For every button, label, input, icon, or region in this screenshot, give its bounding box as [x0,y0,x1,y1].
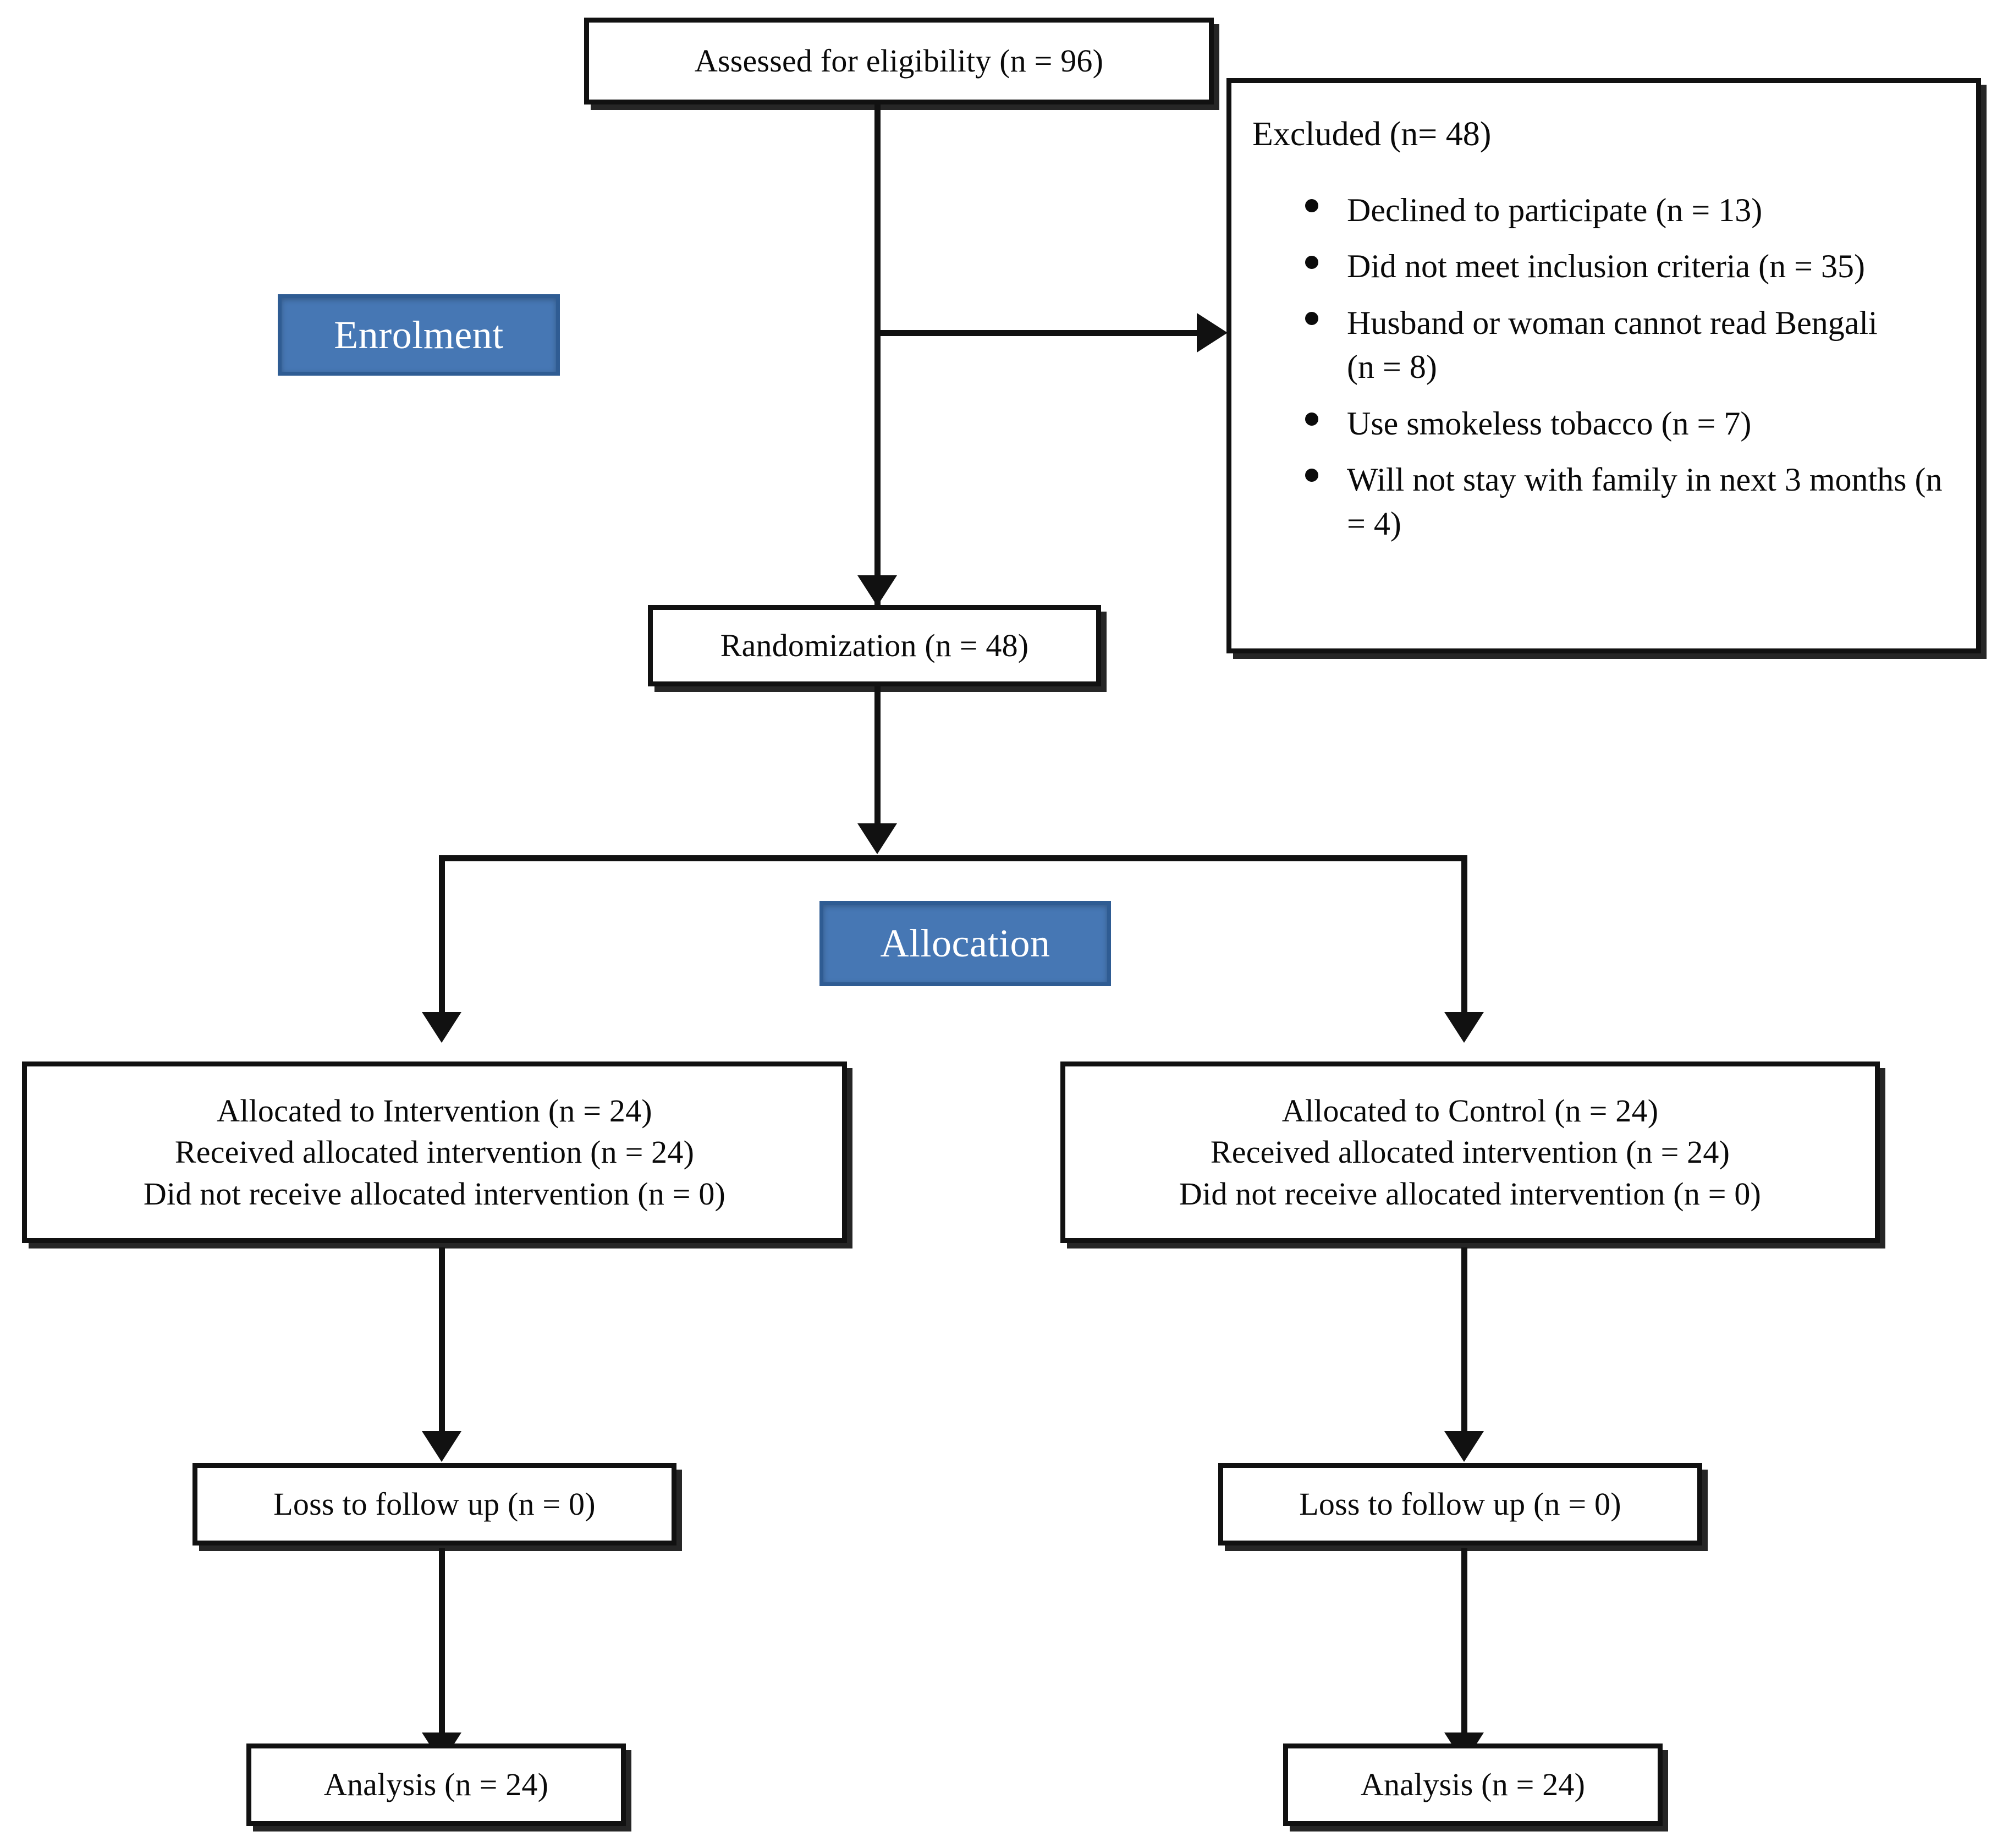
connector-intervention-to-loss [439,1247,445,1440]
node-control-allocation: Allocated to Control (n = 24) Received a… [1060,1062,1880,1243]
node-intervention-allocation: Allocated to Intervention (n = 24) Recei… [22,1062,847,1243]
list-item: Husband or woman cannot read Bengali (n … [1305,301,1897,389]
connector-control-to-loss [1461,1247,1467,1440]
node-control-allocation-line-1: Allocated to Control (n = 24) [1281,1092,1659,1129]
node-intervention-loss-to-followup-text: Loss to follow up (n = 0) [273,1486,596,1522]
node-control-allocation-line-2: Received allocated intervention (n = 24) [1210,1134,1730,1170]
node-control-analysis: Analysis (n = 24) [1283,1744,1663,1826]
connector-randomization-down [874,686,881,831]
node-intervention-allocation-line-1: Allocated to Intervention (n = 24) [217,1092,652,1129]
node-assessed-for-eligibility-text: Assessed for eligibility (n = 96) [694,43,1104,79]
arrowhead-to-control-loss [1444,1431,1484,1462]
list-item-text: Husband or woman cannot read Bengali (n … [1347,304,1878,386]
connector-assessed-trunk [874,105,881,605]
connector-to-excluded [874,330,1204,336]
node-control-loss-to-followup-text: Loss to follow up (n = 0) [1299,1486,1621,1522]
stage-label-enrolment: Enrolment [278,294,560,376]
list-item-text: Did not meet inclusion criteria (n = 35) [1347,248,1865,285]
list-item: Will not stay with family in next 3 mont… [1305,458,1944,546]
node-excluded-title: Excluded (n= 48) [1252,116,1492,153]
node-excluded-reason-list: Declined to participate (n = 13) Did not… [1252,188,1944,558]
list-item: Did not meet inclusion criteria (n = 35) [1305,244,1944,288]
connector-intervention-loss-to-analysis [439,1548,445,1746]
node-randomization-text: Randomization (n = 48) [720,628,1029,664]
node-intervention-loss-to-followup: Loss to follow up (n = 0) [192,1463,676,1546]
node-assessed-for-eligibility: Assessed for eligibility (n = 96) [584,18,1214,105]
bullet-icon [1305,255,1318,269]
node-intervention-allocation-line-3: Did not receive allocated intervention (… [143,1175,726,1212]
bullet-icon [1305,469,1318,482]
list-item-text: Use smokeless tobacco (n = 7) [1347,405,1752,442]
list-item: Declined to participate (n = 13) [1305,188,1944,232]
arrowhead-to-control-allocation [1444,1012,1484,1043]
node-intervention-allocation-line-2: Received allocated intervention (n = 24) [174,1134,695,1170]
stage-label-allocation-text: Allocation [880,921,1050,965]
connector-split-left-down [439,855,445,1019]
list-item-text: Declined to participate (n = 13) [1347,192,1763,228]
stage-label-enrolment-text: Enrolment [334,312,504,357]
connector-control-loss-to-analysis [1461,1548,1467,1746]
node-excluded: Excluded (n= 48) Declined to participate… [1226,78,1981,653]
connector-split-right-down [1461,855,1467,1019]
node-control-loss-to-followup: Loss to follow up (n = 0) [1218,1463,1702,1546]
node-control-allocation-line-3: Did not receive allocated intervention (… [1179,1175,1762,1212]
list-item-text: Will not stay with family in next 3 mont… [1347,461,1943,542]
arrowhead-to-intervention-allocation [422,1012,461,1043]
bullet-icon [1305,312,1318,326]
bullet-icon [1305,199,1318,213]
node-intervention-analysis-text: Analysis (n = 24) [323,1767,549,1803]
bullet-icon [1305,412,1318,426]
connector-allocation-split-bar [439,855,1467,861]
node-control-analysis-text: Analysis (n = 24) [1360,1767,1586,1803]
node-randomization: Randomization (n = 48) [648,605,1101,686]
arrowhead-to-randomization [857,575,897,606]
node-intervention-analysis: Analysis (n = 24) [246,1744,626,1826]
arrowhead-to-excluded [1197,313,1228,353]
arrowhead-to-split-bar [857,823,897,854]
list-item: Use smokeless tobacco (n = 7) [1305,402,1944,446]
arrowhead-to-intervention-loss [422,1431,461,1462]
stage-label-allocation: Allocation [819,901,1111,986]
